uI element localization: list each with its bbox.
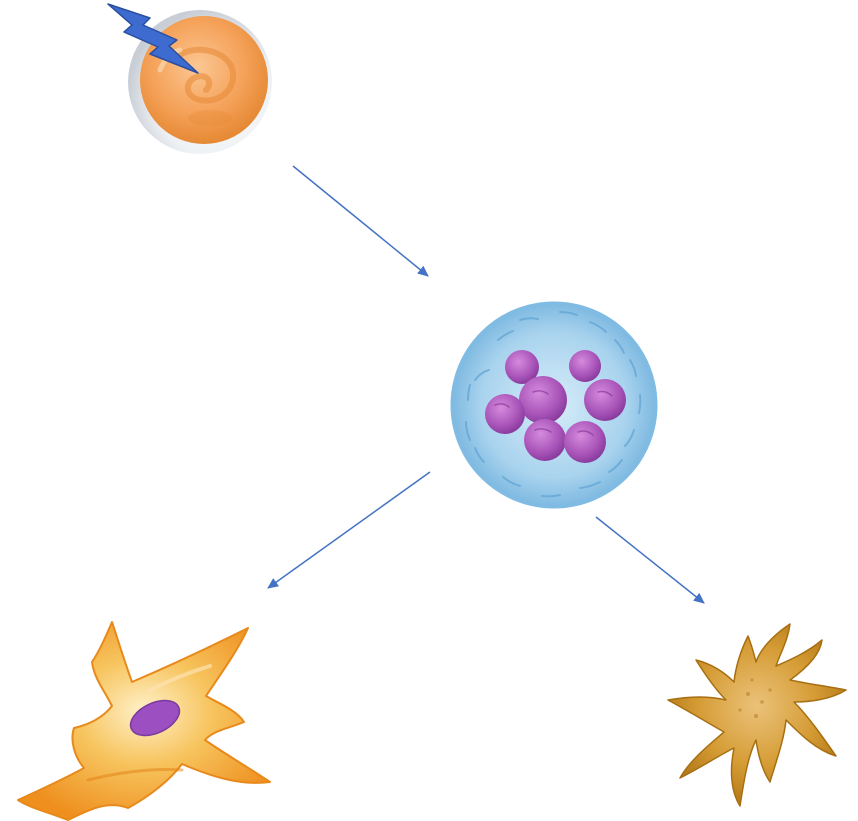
brown-dendritic-cell-icon (668, 624, 846, 806)
arrow-intermediate-to-right (596, 517, 704, 603)
right-output-cell (668, 624, 846, 806)
blue-cell-with-purple-lobed-nucleus-icon (452, 303, 656, 507)
intermediate-cell (452, 303, 656, 507)
activated-cell (108, 4, 272, 154)
arrow-intermediate-to-left (268, 472, 430, 588)
left-output-cell (18, 622, 270, 820)
orange-stellate-cell-icon (18, 622, 270, 820)
arrow-activated-to-intermediate (293, 166, 428, 276)
